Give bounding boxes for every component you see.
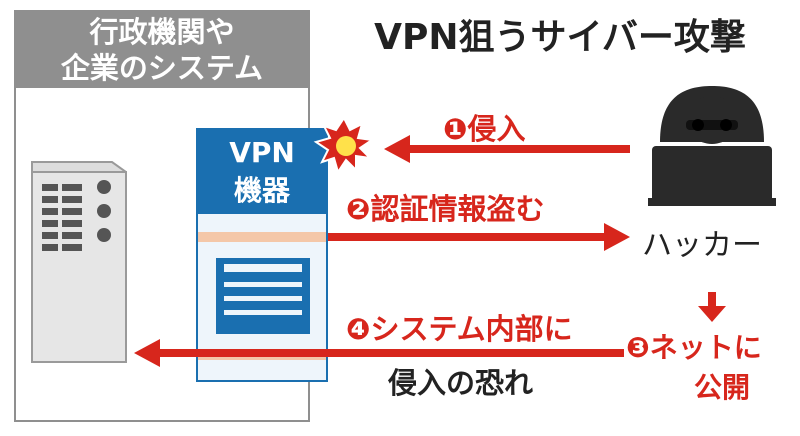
arrow-step1	[384, 135, 630, 163]
server-icon	[31, 161, 127, 363]
hacker-icon	[648, 86, 776, 206]
step3-sub-label: 公開	[694, 371, 751, 404]
explosion-icon	[313, 116, 375, 175]
step4-label: ❹システム内部に	[346, 312, 573, 346]
arrow-step4	[134, 339, 624, 367]
arrow-step2	[328, 223, 630, 251]
vpn-stripe-top	[198, 232, 326, 242]
hacker-label: ハッカー	[642, 228, 762, 263]
vpn-window-icon	[216, 258, 310, 334]
vpn-device-label: VPN 機器	[196, 128, 328, 214]
diagram-title: VPN狙うサイバー攻撃	[374, 17, 746, 58]
step4-sub-label: 侵入の恐れ	[388, 366, 534, 400]
organization-label: 行政機関や 企業のシステム	[14, 10, 310, 88]
arrow-step3	[698, 292, 726, 322]
step2-label: ❷認証情報盗む	[346, 192, 545, 226]
step3-label: ❸ネットに	[626, 331, 762, 364]
step1-label: ❶侵入	[443, 112, 526, 146]
